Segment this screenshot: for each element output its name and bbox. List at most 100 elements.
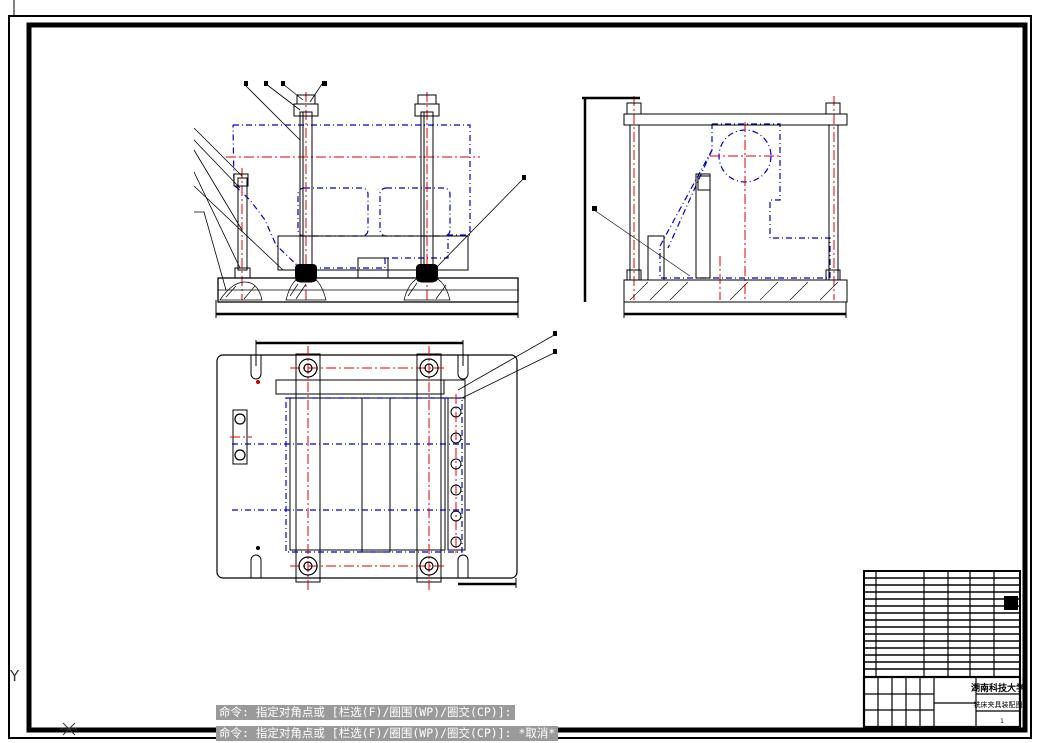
rail-screw-4: [450, 484, 462, 496]
side-hatch-3: [669, 281, 689, 301]
hidden-slope: [667, 149, 713, 249]
side-hatch-7: [819, 281, 839, 301]
hatch-2: [295, 283, 307, 300]
side-nut-left: [626, 102, 642, 115]
rail-screw-2: [450, 432, 462, 444]
top-nut-3: [298, 556, 318, 576]
parts-list[interactable]: [863, 570, 1021, 678]
top-nut-4-inner: [424, 561, 434, 571]
leader-8: [193, 171, 241, 269]
top-bar: [275, 379, 445, 395]
side-base: [623, 279, 848, 303]
hidden-workpiece-outline: [232, 124, 471, 269]
top-nut-4: [419, 556, 439, 576]
side-clamp-head: [697, 175, 711, 191]
side-nut-foot-right: [825, 269, 841, 281]
side-clamp-arm: [695, 173, 711, 279]
balloon-2: [264, 81, 268, 86]
top-leader-2: [461, 351, 557, 399]
spring-right: [416, 264, 438, 282]
dowel-pin-2: [256, 546, 260, 550]
boss-right: [403, 275, 451, 301]
command-history-line-1: 命令: 指定对角点或 [栏选(F)/圈围(WP)/圈交(CP)]:: [216, 705, 515, 720]
side-hatch-1: [629, 281, 649, 301]
top-balloon-2: [553, 349, 557, 354]
dowel-pin-1: [256, 380, 260, 384]
boss-far-left: [219, 281, 263, 301]
balloon-1: [244, 81, 248, 86]
ucs-x-mark-2: [62, 722, 76, 736]
support-post-nut: [234, 267, 251, 279]
side-hatch-2: [649, 281, 669, 301]
leader-10: [194, 211, 227, 291]
tb-sheet: 1: [1000, 718, 1004, 725]
leader-7: [193, 149, 243, 231]
rail-screw-6: [450, 536, 462, 548]
leader-2: [265, 83, 301, 111]
hatch-5: [225, 285, 237, 298]
balloon-3: [281, 81, 285, 86]
hatch-1: [289, 283, 299, 297]
hidden-body-outline: [659, 123, 831, 279]
front-view[interactable]: [193, 81, 526, 318]
side-hatch-6: [789, 281, 809, 301]
washer-left: [296, 94, 316, 105]
ucs-y-label: Y: [10, 667, 20, 685]
leader-11: [431, 177, 525, 273]
support-post-head: [233, 173, 249, 187]
side-hatch-4: [729, 281, 749, 301]
side-top-plate: [623, 113, 848, 126]
bom-fill-1: [1004, 596, 1018, 610]
tb-school: 湖南科技大学: [971, 682, 1025, 694]
leader-6: [193, 139, 241, 189]
parts-list-frame: [863, 570, 1021, 678]
outer-frame: [8, 15, 1032, 739]
command-history-line-2: 命令: 指定对角点或 [栏选(F)/圈围(WP)/圈交(CP)]: *取消*: [216, 726, 559, 741]
hatch-6: [243, 285, 256, 300]
top-hidden-outline: [285, 397, 463, 553]
tb-drawing-name: 铣床夹具装配图: [974, 700, 1023, 709]
hidden-bore: [718, 129, 772, 183]
side-balloon: [592, 206, 597, 211]
top-leader-1: [457, 333, 557, 391]
top-view[interactable]: [216, 331, 557, 590]
leader-9: [193, 185, 284, 271]
boss-left: [285, 275, 327, 301]
side-leader: [593, 209, 691, 277]
side-view[interactable]: [582, 96, 848, 318]
balloon-11: [522, 175, 526, 180]
block-screw-2: [234, 449, 246, 461]
side-nut-right: [825, 102, 841, 115]
top-nut-1-inner: [303, 363, 313, 373]
top-base-plate: [216, 354, 518, 579]
hidden-pocket-right: [379, 187, 451, 237]
leader-4: [309, 83, 323, 103]
top-workpiece-inner: [289, 397, 446, 551]
hidden-pocket-left: [297, 187, 369, 237]
balloon-4: [322, 81, 327, 86]
pressure-plate: [277, 235, 469, 271]
slot-top-left: [250, 355, 262, 380]
hatch-3: [407, 282, 418, 297]
side-nut-foot-left: [626, 269, 642, 281]
leader-5: [193, 127, 243, 177]
rail-screw-1: [450, 406, 462, 418]
title-block[interactable]: 湖南科技大学 铣床夹具装配图 1: [862, 675, 1025, 729]
side-hatch-5: [759, 281, 779, 301]
hatch-4: [435, 284, 447, 300]
top-slot-center: [361, 397, 391, 553]
leader-1: [243, 83, 301, 141]
slot-bottom-left: [250, 554, 262, 578]
slot-top-right: [457, 355, 469, 380]
top-nut-1: [298, 358, 318, 378]
locating-block: [357, 257, 389, 279]
side-stud-right: [828, 124, 839, 281]
rail-screw-5: [450, 510, 462, 522]
spring-left: [295, 264, 317, 282]
block-screw-1: [234, 413, 246, 425]
top-nut-2: [419, 358, 439, 378]
slot-bottom-right: [457, 554, 469, 578]
leader-3: [282, 83, 304, 101]
washer-right: [417, 94, 437, 105]
